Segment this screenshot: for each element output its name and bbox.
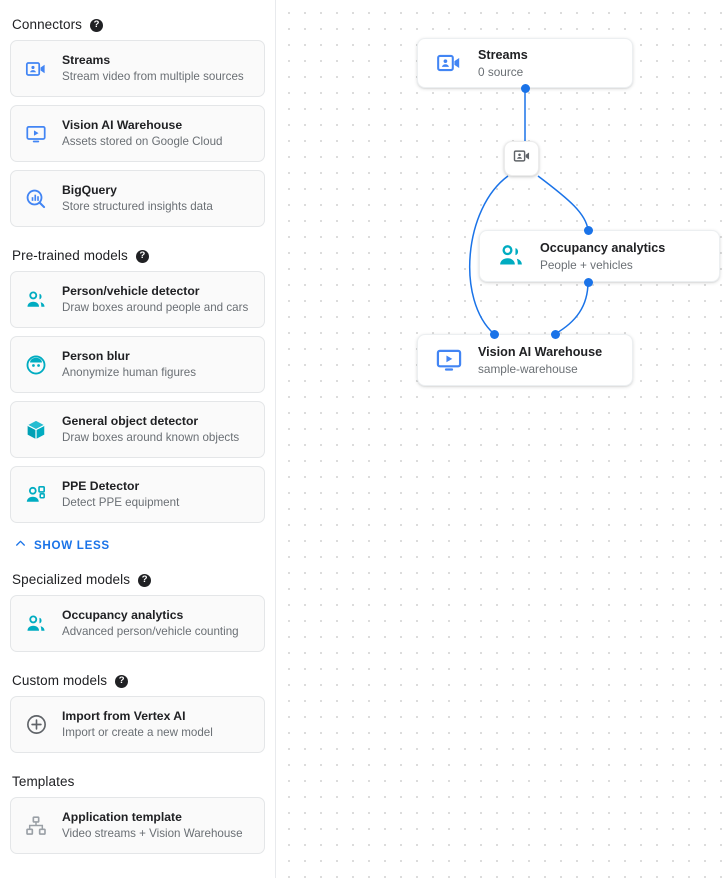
- monitor-play-icon: [434, 345, 464, 375]
- card-title: BigQuery: [62, 183, 117, 197]
- edge-badge-to-warehouse: [469, 175, 509, 335]
- card-title: Vision AI Warehouse: [62, 118, 183, 132]
- card-import-from-vertex-ai[interactable]: Import from Vertex AI Import or create a…: [10, 696, 265, 753]
- section-title: Templates: [12, 774, 75, 789]
- card-title: Application template: [62, 810, 182, 824]
- card-title: PPE Detector: [62, 479, 140, 493]
- help-icon[interactable]: ?: [115, 674, 129, 688]
- show-less-toggle[interactable]: SHOW LESS: [14, 531, 265, 559]
- port-occupancy-input[interactable]: [583, 225, 593, 235]
- section-title: Pre-trained models: [12, 248, 128, 263]
- card-title: Person/vehicle detector: [62, 284, 200, 298]
- card-vision-ai-warehouse[interactable]: Vision AI Warehouse Assets stored on Goo…: [10, 105, 265, 162]
- node-vision-ai-warehouse[interactable]: Vision AI Warehouse sample-warehouse: [417, 334, 633, 386]
- people-detector-icon: [23, 287, 49, 313]
- node-subtitle: People + vehicles: [540, 257, 633, 272]
- node-streams[interactable]: Streams 0 source: [417, 38, 633, 88]
- component-library-sidebar: Connectors ? Streams Stream video from m…: [0, 0, 276, 878]
- card-subtitle: Advanced person/vehicle counting: [62, 625, 239, 638]
- card-subtitle: Stream video from multiple sources: [62, 70, 244, 83]
- section-title: Specialized models: [12, 572, 131, 587]
- ppe-person-badge-icon: [23, 482, 49, 508]
- plus-circle-icon: [23, 712, 49, 738]
- node-title: Vision AI Warehouse: [478, 344, 603, 359]
- show-less-label: SHOW LESS: [34, 538, 110, 552]
- port-occupancy-output[interactable]: [583, 277, 593, 287]
- card-subtitle: Draw boxes around people and cars: [62, 301, 249, 314]
- node-occupancy-analytics[interactable]: Occupancy analytics People + vehicles: [479, 230, 720, 282]
- node-subtitle: 0 source: [478, 64, 524, 79]
- card-title: Person blur: [62, 349, 130, 363]
- node-title: Occupancy analytics: [540, 240, 666, 255]
- section-title: Custom models: [12, 673, 108, 688]
- card-person-blur[interactable]: Person blur Anonymize human figures: [10, 336, 265, 393]
- video-camera-account-icon: [23, 56, 49, 82]
- card-occupancy-analytics[interactable]: Occupancy analytics Advanced person/vehi…: [10, 595, 265, 652]
- help-icon[interactable]: ?: [90, 18, 104, 32]
- video-camera-account-icon: [434, 48, 464, 78]
- card-title: Occupancy analytics: [62, 608, 184, 622]
- section-header-connectors: Connectors ?: [10, 10, 265, 40]
- card-title: Streams: [62, 53, 111, 67]
- people-detector-icon: [496, 241, 526, 271]
- card-bigquery[interactable]: BigQuery Store structured insights data: [10, 170, 265, 227]
- graph-canvas[interactable]: Streams 0 source Occupancy analytics Peo…: [276, 0, 725, 878]
- node-title: Streams: [478, 47, 528, 62]
- card-title: Import from Vertex AI: [62, 709, 186, 723]
- card-ppe-detector[interactable]: PPE Detector Detect PPE equipment: [10, 466, 265, 523]
- section-header-templates: Templates: [10, 767, 265, 797]
- graph-edges: [469, 88, 589, 335]
- video-camera-account-icon: [513, 147, 531, 170]
- help-icon[interactable]: ?: [135, 249, 149, 263]
- port-warehouse-input-left[interactable]: [489, 329, 499, 339]
- card-streams[interactable]: Streams Stream video from multiple sourc…: [10, 40, 265, 97]
- card-title: General object detector: [62, 414, 199, 428]
- section-header-pre-trained-models: Pre-trained models ?: [10, 241, 265, 271]
- person-blur-face-icon: [23, 352, 49, 378]
- port-streams-output[interactable]: [520, 83, 530, 93]
- card-subtitle: Video streams + Vision Warehouse: [62, 827, 243, 840]
- chevron-up-icon: [14, 537, 27, 553]
- card-subtitle: Import or create a new model: [62, 726, 213, 739]
- card-subtitle: Draw boxes around known objects: [62, 431, 240, 444]
- card-subtitle: Assets stored on Google Cloud: [62, 135, 223, 148]
- people-detector-icon: [23, 611, 49, 637]
- node-badge-stream-input[interactable]: [504, 141, 539, 176]
- section-header-custom-models: Custom models ?: [10, 666, 265, 696]
- card-subtitle: Detect PPE equipment: [62, 496, 180, 509]
- edge-occupancy-to-warehouse: [554, 281, 589, 335]
- card-subtitle: Store structured insights data: [62, 200, 213, 213]
- card-application-template[interactable]: Application template Video streams + Vis…: [10, 797, 265, 854]
- port-warehouse-input-right[interactable]: [550, 329, 560, 339]
- node-subtitle: sample-warehouse: [478, 361, 578, 376]
- card-general-object-detector[interactable]: General object detector Draw boxes aroun…: [10, 401, 265, 458]
- hierarchy-template-icon: [23, 813, 49, 839]
- card-person-vehicle-detector[interactable]: Person/vehicle detector Draw boxes aroun…: [10, 271, 265, 328]
- monitor-play-icon: [23, 121, 49, 147]
- edge-badge-to-occupancy: [537, 175, 589, 231]
- cube-object-icon: [23, 417, 49, 443]
- bigquery-magnifier-icon: [23, 186, 49, 212]
- card-subtitle: Anonymize human figures: [62, 366, 197, 379]
- section-title: Connectors: [12, 17, 83, 32]
- section-header-specialized-models: Specialized models ?: [10, 565, 265, 595]
- help-icon[interactable]: ?: [138, 573, 152, 587]
